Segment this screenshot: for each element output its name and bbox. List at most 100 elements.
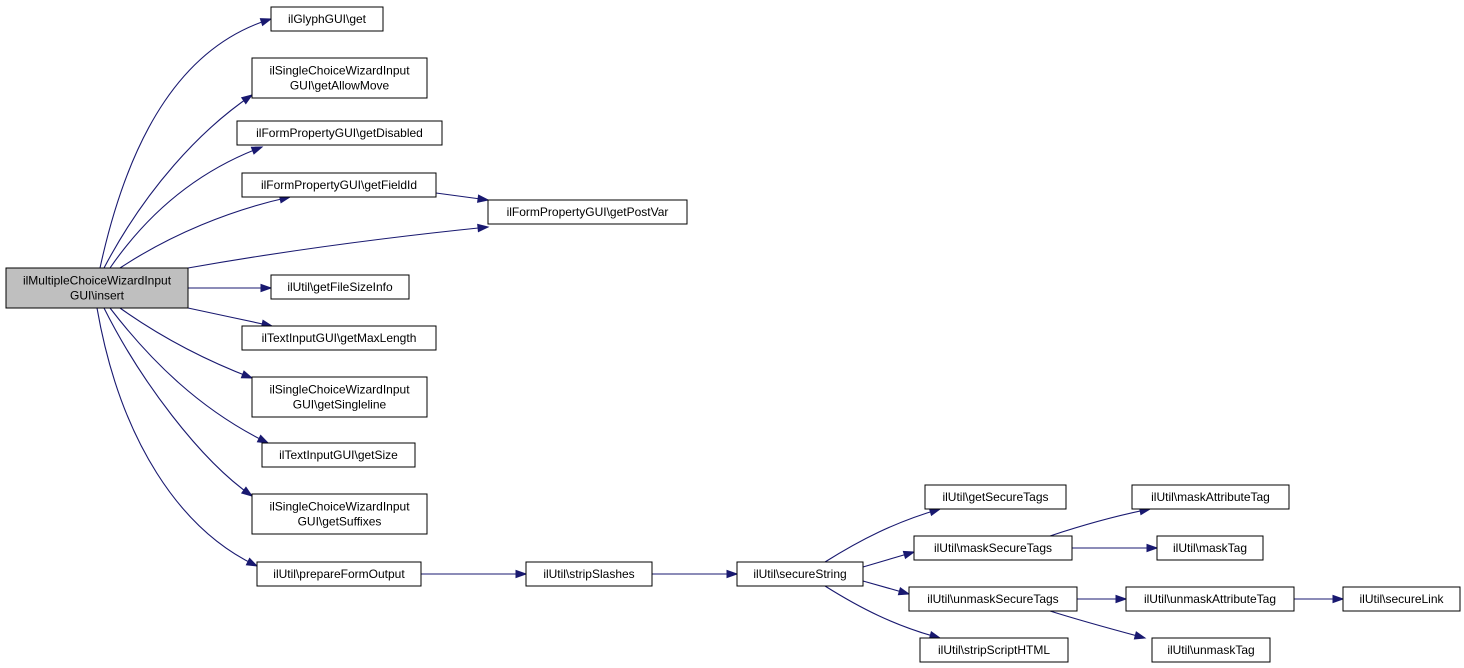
edge-root-to-sc_allowmove <box>103 94 254 269</box>
node-label-line: ilUtil\unmaskSecureTags <box>927 592 1058 606</box>
edge-arrowhead <box>726 569 739 579</box>
node-util-unmasktag[interactable]: ilUtil\unmaskTag <box>1151 637 1271 663</box>
node-box[interactable] <box>241 172 437 198</box>
node-util-masktags[interactable]: ilUtil\maskSecureTags <box>913 535 1073 561</box>
node-box[interactable] <box>1125 586 1295 612</box>
node-label-line: ilTextInputGUI\getSize <box>279 448 398 462</box>
node-util-secure[interactable]: ilUtil\secureString <box>736 561 864 587</box>
node-label-line: ilFormPropertyGUI\getDisabled <box>256 126 423 140</box>
node-box[interactable] <box>236 120 443 146</box>
node-label-line: ilUtil\unmaskAttributeTag <box>1144 592 1276 606</box>
node-util-maskattr[interactable]: ilUtil\maskAttributeTag <box>1131 484 1290 510</box>
node-label-line: ilUtil\secureLink <box>1359 592 1444 606</box>
edge-util_unmasktags-to-util_unmasktag <box>1049 610 1147 640</box>
node-util-prepare[interactable]: ilUtil\prepareFormOutput <box>256 561 422 587</box>
node-box[interactable] <box>1156 535 1264 561</box>
edge-root-to-fp_disabled <box>109 146 264 269</box>
node-util-masktag[interactable]: ilUtil\maskTag <box>1156 535 1264 561</box>
edge-line <box>187 226 489 269</box>
node-fp-disabled[interactable]: ilFormPropertyGUI\getDisabled <box>236 120 443 146</box>
node-box[interactable] <box>919 637 1069 663</box>
edge-line <box>109 146 263 269</box>
edge-root-to-sc_suffixes <box>103 307 254 497</box>
edge-arrowhead <box>902 550 916 560</box>
node-sc-allowmove[interactable]: ilSingleChoiceWizardInputGUI\getAllowMov… <box>251 57 428 99</box>
node-label-line: ilUtil\getSecureTags <box>942 490 1048 504</box>
edge-line <box>1049 508 1151 537</box>
edge-line <box>109 307 269 444</box>
edge-line <box>96 307 258 567</box>
node-box[interactable] <box>270 6 384 32</box>
node-box[interactable] <box>1151 637 1271 663</box>
node-label-line: ilFormPropertyGUI\getFieldId <box>261 178 417 192</box>
node-sc-singleline[interactable]: ilSingleChoiceWizardInputGUI\getSingleli… <box>251 376 428 418</box>
edge-line <box>99 18 272 269</box>
node-label-line: ilSingleChoiceWizardInput <box>269 64 410 78</box>
edge-line <box>1049 610 1146 639</box>
node-label-line: GUI\getAllowMove <box>290 79 390 93</box>
node-util-gettags[interactable]: ilUtil\getSecureTags <box>924 484 1067 510</box>
edge-util_strip-to-util_secure <box>652 569 739 579</box>
node-box[interactable] <box>525 561 653 587</box>
node-label-line: ilUtil\maskSecureTags <box>934 541 1052 555</box>
node-box[interactable] <box>256 561 422 587</box>
node-box[interactable] <box>261 442 416 468</box>
node-fp-fieldid[interactable]: ilFormPropertyGUI\getFieldId <box>241 172 437 198</box>
node-label-line: ilUtil\stripScriptHTML <box>938 643 1050 657</box>
edge-util_secure-to-util_masktags <box>862 550 916 568</box>
node-ti-size[interactable]: ilTextInputGUI\getSize <box>261 442 416 468</box>
edge-util_prepare-to-util_strip <box>421 569 528 579</box>
node-box[interactable] <box>241 325 437 351</box>
node-box[interactable] <box>1131 484 1290 510</box>
edge-util_secure-to-util_gettags <box>824 507 942 563</box>
node-box[interactable] <box>736 561 864 587</box>
node-box[interactable] <box>251 57 428 99</box>
edge-arrowhead <box>240 486 254 497</box>
node-util-unmaskattr[interactable]: ilUtil\unmaskAttributeTag <box>1125 586 1295 612</box>
node-box[interactable] <box>908 586 1078 612</box>
node-util-filesize[interactable]: ilUtil\getFileSizeInfo <box>270 274 410 300</box>
node-util-unmasktags[interactable]: ilUtil\unmaskSecureTags <box>908 586 1078 612</box>
node-glyph-get[interactable]: ilGlyphGUI\get <box>270 6 384 32</box>
node-box[interactable] <box>487 199 688 225</box>
edge-arrowhead <box>245 557 259 567</box>
node-label-line: ilUtil\getFileSizeInfo <box>287 280 393 294</box>
edge-fp_fieldid-to-fp_postvar <box>435 192 490 203</box>
node-label-line: ilSingleChoiceWizardInput <box>269 383 410 397</box>
node-fp-postvar[interactable]: ilFormPropertyGUI\getPostVar <box>487 199 688 225</box>
edge-arrowhead <box>260 283 273 293</box>
node-box[interactable] <box>1342 586 1461 612</box>
node-util-stripscript[interactable]: ilUtil\stripScriptHTML <box>919 637 1069 663</box>
edge-line <box>103 94 253 269</box>
edge-util_masktags-to-util_maskattr <box>1049 506 1152 537</box>
node-label-line: ilSingleChoiceWizardInput <box>269 500 410 514</box>
edge-root-to-ti_size <box>109 307 270 444</box>
edge-arrowhead <box>1332 594 1345 604</box>
node-label-line: GUI\insert <box>70 289 125 303</box>
node-box[interactable] <box>270 274 410 300</box>
node-label-line: ilUtil\unmaskTag <box>1167 643 1254 657</box>
node-box[interactable] <box>5 267 189 309</box>
edge-line <box>119 307 253 379</box>
node-box[interactable] <box>924 484 1067 510</box>
node-ti-maxlength[interactable]: ilTextInputGUI\getMaxLength <box>241 325 437 351</box>
node-box[interactable] <box>913 535 1073 561</box>
node-label-line: GUI\getSuffixes <box>298 515 382 529</box>
node-label-line: ilUtil\secureString <box>753 567 846 581</box>
node-util-strip[interactable]: ilUtil\stripSlashes <box>525 561 653 587</box>
node-label-line: ilFormPropertyGUI\getPostVar <box>507 205 669 219</box>
node-box[interactable] <box>251 376 428 418</box>
node-label-line: ilTextInputGUI\getMaxLength <box>262 331 417 345</box>
edge-root-to-sc_singleline <box>119 307 254 379</box>
edge-arrowhead <box>477 223 490 233</box>
node-util-securelink[interactable]: ilUtil\secureLink <box>1342 586 1461 612</box>
edge-arrowhead <box>240 94 254 105</box>
node-box[interactable] <box>251 493 428 535</box>
edge-line <box>103 307 253 497</box>
edge-arrowhead <box>256 434 270 444</box>
edge-root-to-util_filesize <box>188 283 273 293</box>
edge-arrowhead <box>897 586 911 596</box>
